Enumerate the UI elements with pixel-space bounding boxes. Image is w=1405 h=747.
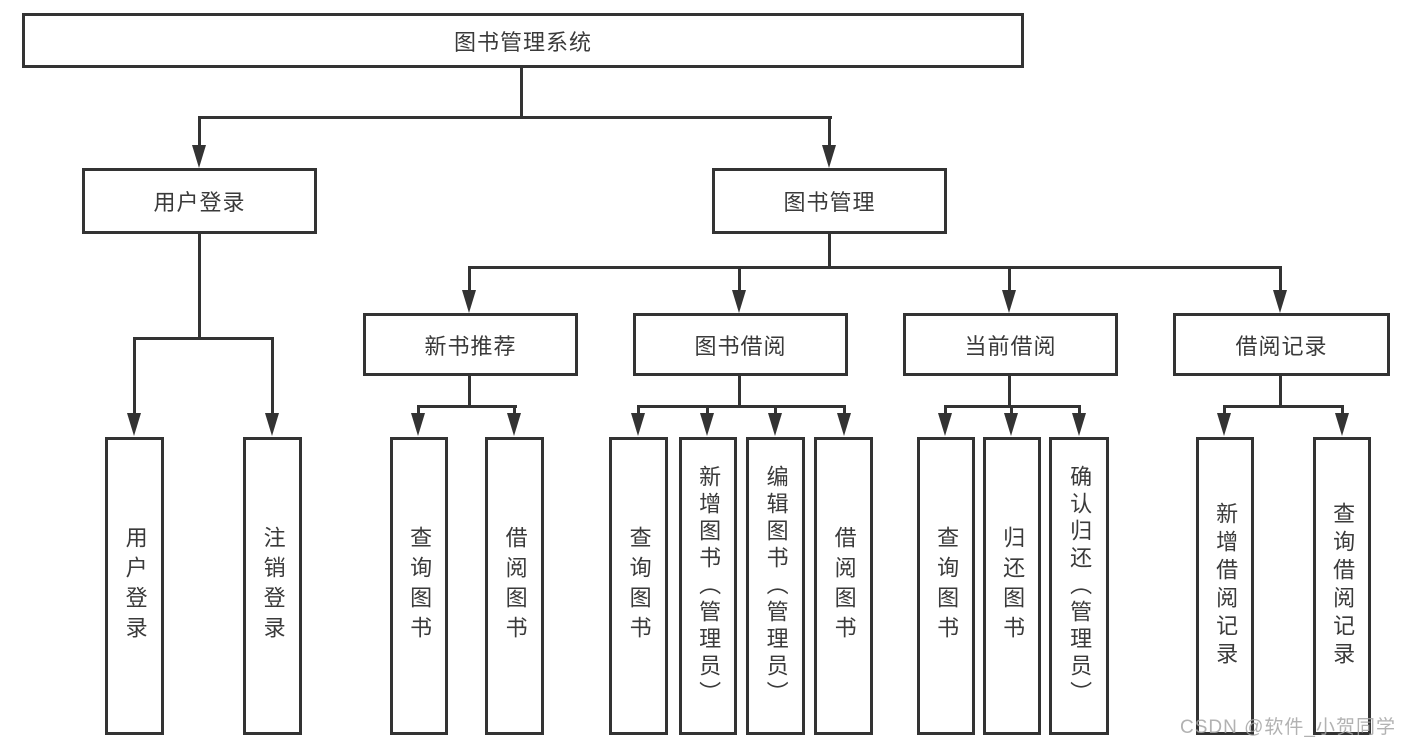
connector-line <box>513 405 516 415</box>
arrowhead-down-icon <box>411 413 425 436</box>
node-borrow-record-label: 借阅记录 <box>1235 333 1328 359</box>
connector-line <box>520 67 523 118</box>
arrowhead-down-icon <box>507 413 521 436</box>
connector-line <box>133 337 136 414</box>
connector-line <box>706 405 709 415</box>
connector-line <box>738 375 741 408</box>
leaf-edit-books-admin-label: 编辑图书（管理员） <box>763 464 789 708</box>
arrowhead-down-icon <box>1335 413 1349 436</box>
connector-line <box>1341 405 1344 415</box>
leaf-return-books: 归还图书 <box>983 437 1041 735</box>
connector-line <box>944 405 947 415</box>
arrowhead-down-icon <box>1004 413 1018 436</box>
csdn-watermark: CSDN @软件_小贺同学 <box>1180 717 1396 738</box>
connector-line <box>417 405 517 408</box>
leaf-confirm-return-admin-label: 确认归还（管理员） <box>1067 464 1093 708</box>
leaf-add-books-admin: 新增图书（管理员） <box>679 437 737 735</box>
node-current-borrow: 当前借阅 <box>903 313 1118 376</box>
leaf-query-books-3: 查询图书 <box>917 437 975 735</box>
connector-line <box>1008 266 1011 292</box>
connector-line <box>1279 266 1282 292</box>
arrowhead-down-icon <box>732 290 746 313</box>
node-root-label: 图书管理系统 <box>453 29 592 55</box>
leaf-add-books-admin-label: 新增图书（管理员） <box>696 464 722 708</box>
node-borrow-record: 借阅记录 <box>1173 313 1390 376</box>
arrowhead-down-icon <box>700 413 714 436</box>
arrowhead-down-icon <box>1273 290 1287 313</box>
leaf-query-books-3-label: 查询图书 <box>934 526 960 646</box>
leaf-query-books-1-label: 查询图书 <box>407 526 433 646</box>
connector-line <box>828 234 831 269</box>
node-user-login: 用户登录 <box>82 168 317 234</box>
leaf-user-login: 用户登录 <box>105 437 164 735</box>
connector-line <box>738 266 741 292</box>
leaf-borrow-books-2-label: 借阅图书 <box>831 526 857 646</box>
leaf-query-books-2: 查询图书 <box>609 437 668 735</box>
connector-line <box>417 405 420 415</box>
leaf-borrow-books-1: 借阅图书 <box>485 437 544 735</box>
connector-line <box>468 266 471 292</box>
arrowhead-down-icon <box>631 413 645 436</box>
arrowhead-down-icon <box>1072 413 1086 436</box>
connector-line <box>198 116 201 147</box>
node-book-borrow-label: 图书借阅 <box>694 333 787 359</box>
arrowhead-down-icon <box>938 413 952 436</box>
arrowhead-down-icon <box>822 145 836 168</box>
leaf-query-books-1: 查询图书 <box>390 437 448 735</box>
arrowhead-down-icon <box>462 290 476 313</box>
arrowhead-down-icon <box>265 413 279 436</box>
connector-line <box>1223 405 1226 415</box>
leaf-add-borrow-record: 新增借阅记录 <box>1196 437 1254 735</box>
connector-line <box>637 405 640 415</box>
node-book-borrow: 图书借阅 <box>633 313 848 376</box>
leaf-logout: 注销登录 <box>243 437 302 735</box>
connector-line <box>1223 405 1344 408</box>
connector-line <box>774 405 777 415</box>
connector-line <box>1008 375 1011 408</box>
node-new-book-recommend: 新书推荐 <box>363 313 578 376</box>
connector-line <box>271 337 274 414</box>
arrowhead-down-icon <box>837 413 851 436</box>
leaf-query-books-2-label: 查询图书 <box>626 526 652 646</box>
node-book-management-label: 图书管理 <box>783 190 876 215</box>
connector-line <box>1010 405 1013 415</box>
connector-line <box>198 116 832 119</box>
node-new-book-recommend-label: 新书推荐 <box>424 333 517 359</box>
connector-line <box>468 375 471 408</box>
connector-line <box>843 405 846 415</box>
arrowhead-down-icon <box>768 413 782 436</box>
leaf-return-books-label: 归还图书 <box>1000 526 1026 646</box>
arrowhead-down-icon <box>192 145 206 168</box>
connector-line <box>198 234 201 337</box>
node-root: 图书管理系统 <box>22 13 1024 68</box>
leaf-borrow-books-1-label: 借阅图书 <box>502 526 528 646</box>
leaf-edit-books-admin: 编辑图书（管理员） <box>746 437 805 735</box>
connector-line <box>637 405 846 408</box>
node-book-management: 图书管理 <box>712 168 947 234</box>
leaf-query-borrow-record: 查询借阅记录 <box>1313 437 1371 735</box>
leaf-logout-label: 注销登录 <box>260 526 286 646</box>
node-current-borrow-label: 当前借阅 <box>964 333 1057 359</box>
node-user-login-label: 用户登录 <box>153 190 246 215</box>
connector-line <box>133 337 274 340</box>
connector-line <box>1279 375 1282 408</box>
arrowhead-down-icon <box>127 413 141 436</box>
leaf-confirm-return-admin: 确认归还（管理员） <box>1049 437 1109 735</box>
leaf-add-borrow-record-label: 新增借阅记录 <box>1213 502 1239 670</box>
leaf-borrow-books-2: 借阅图书 <box>814 437 873 735</box>
connector-line <box>828 116 831 147</box>
leaf-user-login-label: 用户登录 <box>122 526 148 646</box>
leaf-query-borrow-record-label: 查询借阅记录 <box>1330 502 1356 670</box>
arrowhead-down-icon <box>1217 413 1231 436</box>
connector-line <box>468 266 1282 269</box>
connector-line <box>1078 405 1081 415</box>
arrowhead-down-icon <box>1002 290 1016 313</box>
